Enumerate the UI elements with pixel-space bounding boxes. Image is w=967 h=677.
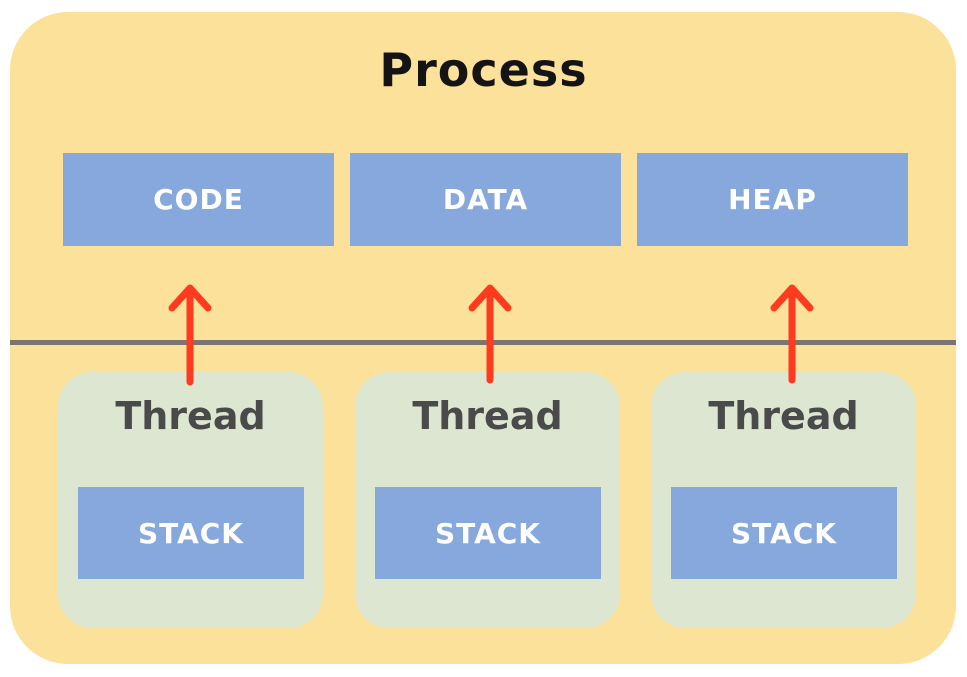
divider-line bbox=[10, 340, 956, 345]
thread-label: Thread bbox=[708, 394, 859, 438]
stack-segment: STACK bbox=[671, 487, 897, 579]
stack-segment: STACK bbox=[375, 487, 601, 579]
process-title: Process bbox=[379, 43, 588, 97]
thread-box: Thread STACK bbox=[355, 372, 620, 628]
data-segment: DATA bbox=[350, 153, 621, 246]
heap-segment: HEAP bbox=[637, 153, 908, 246]
thread-box: Thread STACK bbox=[651, 372, 916, 628]
stack-segment: STACK bbox=[78, 487, 304, 579]
thread-label: Thread bbox=[115, 394, 266, 438]
code-segment: CODE bbox=[63, 153, 334, 246]
thread-box: Thread STACK bbox=[58, 372, 323, 628]
thread-label: Thread bbox=[412, 394, 563, 438]
